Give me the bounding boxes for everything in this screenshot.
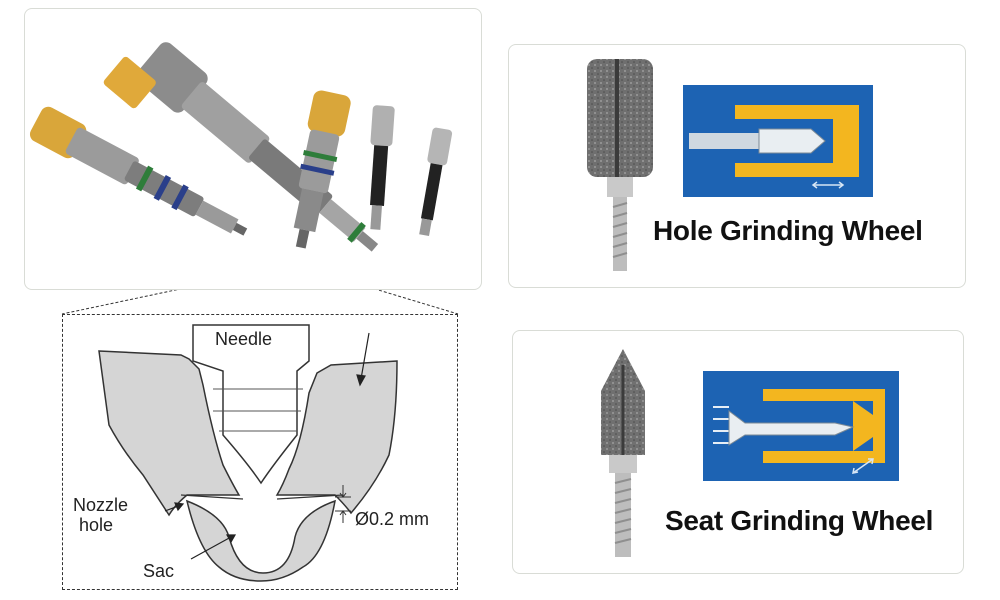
hole-grinding-wheel-title: Hole Grinding Wheel <box>653 215 923 246</box>
injectors-photo-panel <box>24 8 482 290</box>
nozzle-cross-section-drawing <box>98 324 398 582</box>
seat-grinding-schematic <box>703 371 899 481</box>
sac-label: Sac <box>143 561 175 581</box>
seat-grinding-wheel-title: Seat Grinding Wheel <box>665 505 934 536</box>
seat-grinding-wheel-tool <box>601 349 645 557</box>
needle-label: Needle <box>215 329 273 349</box>
injector-1 <box>29 106 248 236</box>
hole-grinding-schematic <box>683 85 873 197</box>
seat-grinding-wheel-panel: Seat Grinding Wheel <box>512 330 964 574</box>
nozzle-hole-label-line2: hole <box>79 515 114 535</box>
hole-grinding-wheel-panel: Hole Grinding Wheel <box>508 44 966 288</box>
hole-grinding-wheel-tool <box>587 59 653 271</box>
diameter-label: Ø0.2 mm <box>355 509 430 529</box>
injector-2 <box>103 42 379 252</box>
injector-5 <box>419 127 453 236</box>
fuel-injectors-illustration <box>29 42 453 252</box>
injector-4 <box>370 105 395 230</box>
nozzle-hole-label-line1: Nozzle <box>73 495 129 515</box>
nozzle-cross-section-diagram: Needle Nozzle hole Sac Ø0.2 mm <box>62 314 458 590</box>
injector-3 <box>293 90 351 249</box>
